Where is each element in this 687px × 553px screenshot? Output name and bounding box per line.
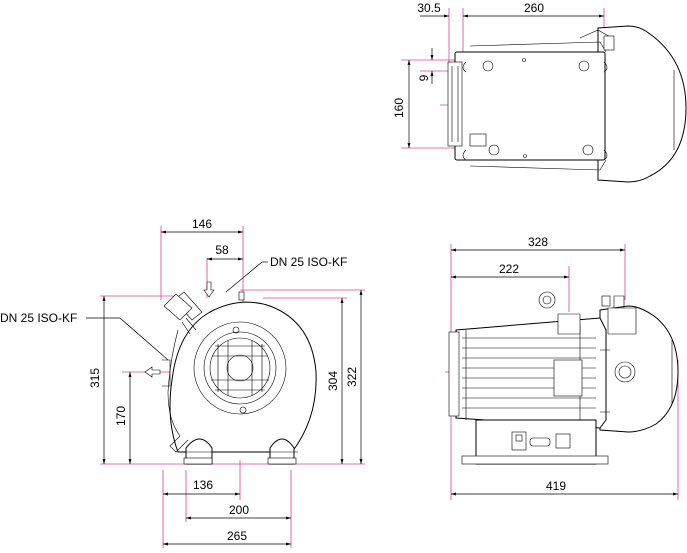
dim-text-304: 304 [326, 371, 340, 391]
pump-top-body [447, 25, 687, 183]
down-arrow-icon [203, 281, 215, 298]
dim-text-30-5: 30.5 [417, 1, 441, 15]
pump-front-body [162, 291, 317, 465]
dim-text-160: 160 [392, 98, 406, 118]
port-top-label: DN 25 ISO-KF [270, 255, 347, 269]
port-side-label: DN 25 ISO-KF [0, 311, 77, 325]
leader-side-port [119, 317, 169, 361]
dim-text-260: 260 [524, 1, 544, 15]
dim-text-419: 419 [546, 479, 566, 493]
dim-text-265: 265 [227, 529, 247, 543]
front-view: 146 58 315 170 304 322 136 200 265 DN 25… [0, 217, 365, 548]
left-arrow-icon [144, 366, 161, 378]
dim-text-328: 328 [528, 235, 548, 249]
leader-top-port [225, 261, 263, 293]
dim-text-146: 146 [192, 217, 212, 231]
dim-text-322: 322 [345, 367, 359, 387]
top-view: 30.5 260 9 160 [392, 1, 687, 183]
pump-side-body [448, 291, 679, 465]
dim-text-58: 58 [215, 243, 229, 257]
dim-text-200: 200 [229, 503, 249, 517]
dim-text-136: 136 [193, 478, 213, 492]
dim-text-315: 315 [88, 368, 102, 388]
dim-text-170: 170 [114, 406, 128, 426]
side-view: 328 222 419 [445, 235, 679, 500]
dim-text-222: 222 [499, 262, 519, 276]
dim-text-9: 9 [417, 74, 431, 81]
